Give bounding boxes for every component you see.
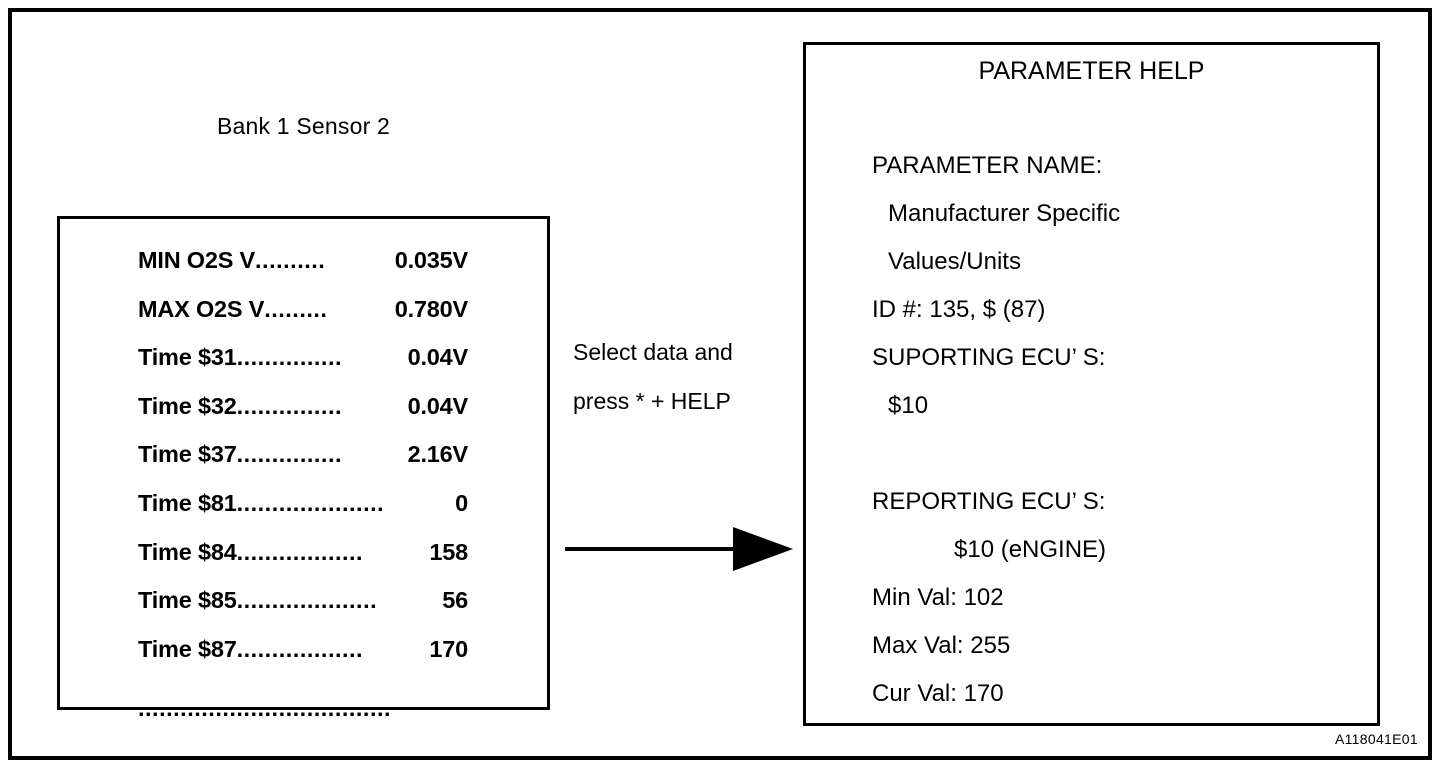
data-row-value: 0.780V — [394, 295, 468, 322]
right-arrow-icon — [565, 527, 793, 571]
data-row-value: 0 — [455, 489, 468, 516]
data-row-trailer-dots: .................................... — [138, 695, 392, 722]
data-row-leader-dots: .................... — [236, 587, 378, 614]
outer-frame — [8, 8, 1432, 760]
data-row-value: 56 — [442, 587, 468, 614]
parameter-help-line: PARAMETER NAME: — [872, 152, 1103, 179]
figure-code: A118041E01 — [1335, 731, 1418, 747]
data-row[interactable]: Time $31............... 0.04V — [138, 333, 468, 382]
parameter-help-line: $10 (eNGINE) — [954, 536, 1107, 563]
parameter-help-line: SUPORTING ECU’ S: — [872, 344, 1106, 371]
data-row-label: Time $31 — [138, 344, 237, 371]
data-row-label: Time $32 — [138, 392, 237, 419]
parameter-help-line: Min Val: 102 — [872, 584, 1004, 611]
data-row-value: 170 — [429, 635, 468, 662]
data-row-label: Time $85 — [138, 587, 237, 614]
data-row-value: 0.04V — [407, 392, 469, 419]
transition-note-line-2: press * + HELP — [573, 388, 731, 414]
data-row-label: Time $81 — [138, 489, 237, 516]
parameter-help-line: Values/Units — [888, 248, 1021, 275]
data-row-list: MIN O2S V.......... 0.035V MAX O2S V......… — [138, 236, 468, 722]
data-row-leader-dots: ..................... — [236, 489, 385, 516]
data-row-leader-dots: ............... — [236, 441, 342, 468]
parameter-help-line: REPORTING ECU’ S: — [872, 488, 1106, 515]
parameter-help-line: Max Val: 255 — [872, 632, 1011, 659]
data-row-leader-dots: .................. — [236, 538, 364, 565]
parameter-help-line: ID #: 135, $ (87) — [872, 296, 1046, 323]
data-row-label: Time $84 — [138, 538, 237, 565]
data-row-value: 0.035V — [394, 247, 468, 273]
parameter-help-panel: PARAMETER HELP PARAMETER NAME: Manufactur… — [803, 42, 1380, 726]
data-row[interactable]: Time $32............... 0.04V — [138, 382, 468, 431]
data-row-label: MIN O2S V — [138, 247, 256, 273]
data-row[interactable]: Time $85.................... 56 — [138, 576, 468, 625]
data-row-leader-dots: ............... — [236, 392, 342, 419]
transition-note-line-1: Select data and — [573, 339, 733, 365]
data-row-label: Time $87 — [138, 635, 237, 662]
parameter-help-line: Manufacturer Specific — [888, 200, 1121, 227]
data-row[interactable]: Time $84.................. 158 — [138, 528, 468, 577]
data-row-label: MAX O2S V — [138, 295, 265, 322]
data-row[interactable]: MAX O2S V......... 0.780V — [138, 285, 468, 334]
data-row-leader-dots: .......... — [255, 247, 326, 273]
parameter-help-line: Cur Val: 170 — [872, 680, 1004, 707]
data-panel: MIN O2S V.......... 0.035V MAX O2S V......… — [57, 216, 550, 721]
data-row[interactable]: Time $37............... 2.16V — [138, 430, 468, 479]
data-row[interactable]: Time $81..................... 0 — [138, 479, 468, 528]
data-row-value: 2.16V — [407, 441, 469, 468]
data-panel-caption: Bank 1 Sensor 2 — [216, 113, 391, 139]
data-row-value: 158 — [429, 538, 468, 565]
data-row[interactable]: MIN O2S V.......... 0.035V — [138, 236, 468, 285]
data-row-label: Time $37 — [138, 441, 237, 468]
data-row-leader-dots: ......... — [264, 295, 328, 322]
data-row-leader-dots: ............... — [236, 344, 342, 371]
parameter-help-title: PARAMETER HELP — [978, 57, 1205, 85]
parameter-help-spacer — [872, 430, 1372, 478]
transition-note: Select data and press * + HELP — [573, 328, 788, 426]
data-row-leader-dots: .................. — [236, 635, 364, 662]
data-row[interactable]: Time $87.................. 170 — [138, 625, 468, 674]
parameter-help-line: $10 — [888, 392, 929, 419]
data-row-value: 0.04V — [407, 344, 469, 371]
